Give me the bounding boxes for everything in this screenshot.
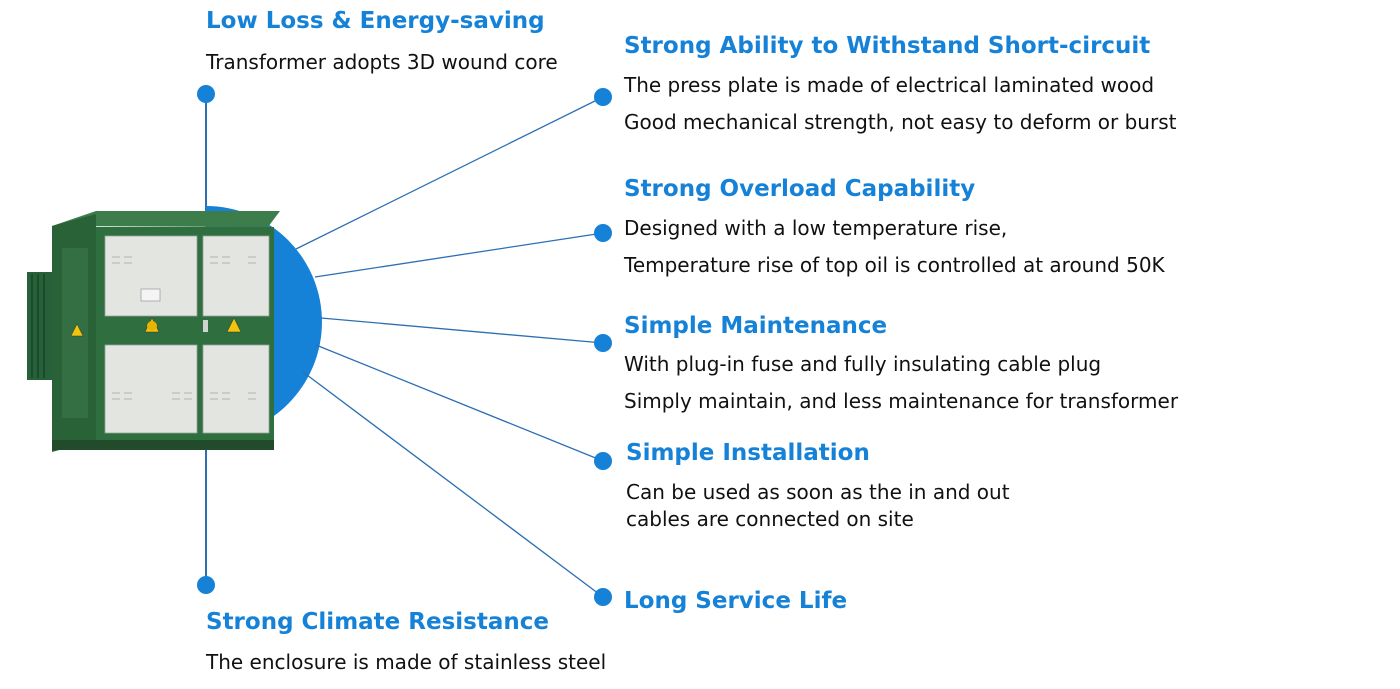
feature-title-low-loss: Low Loss & Energy-saving <box>206 8 545 34</box>
feature-title-maintenance: Simple Maintenance <box>624 313 888 339</box>
feature-title-installation: Simple Installation <box>626 440 870 466</box>
feature-title-overload: Strong Overload Capability <box>624 176 976 202</box>
bullet-dot-overload <box>594 224 612 242</box>
connector-line-maintenance <box>320 317 604 344</box>
feature-desc-overload-line2: Temperature rise of top oil is controlle… <box>624 253 1165 277</box>
feature-desc-installation-line1: Can be used as soon as the in and out <box>626 480 1010 504</box>
bullet-dot-installation <box>594 452 612 470</box>
feature-desc-overload-line1: Designed with a low temperature rise, <box>624 216 1008 240</box>
bullet-dot-short-circuit <box>594 88 612 106</box>
feature-desc-climate: The enclosure is made of stainless steel <box>206 650 607 674</box>
connector-line-overload <box>314 232 604 278</box>
bullet-dot-service-life <box>594 588 612 606</box>
bullet-dot-low-loss <box>197 85 215 103</box>
feature-desc-installation-line2: cables are connected on site <box>626 507 914 531</box>
bullet-dot-maintenance <box>594 334 612 352</box>
feature-desc-maintenance-line1: With plug-in fuse and fully insulating c… <box>624 352 1102 376</box>
transformer-substation-illustration <box>27 211 280 452</box>
feature-title-climate: Strong Climate Resistance <box>206 609 549 635</box>
feature-title-short-circuit: Strong Ability to Withstand Short-circui… <box>624 33 1151 59</box>
connector-line-installation <box>315 344 604 462</box>
feature-desc-short-circuit-line1: The press plate is made of electrical la… <box>624 73 1155 97</box>
bullet-dot-climate <box>197 576 215 594</box>
feature-title-service-life: Long Service Life <box>624 588 848 614</box>
connector-line-service-life <box>302 371 604 598</box>
connector-line-short-circuit <box>295 96 604 250</box>
feature-desc-maintenance-line2: Simply maintain, and less maintenance fo… <box>624 389 1179 413</box>
feature-desc-short-circuit-line2: Good mechanical strength, not easy to de… <box>624 110 1177 134</box>
feature-desc-low-loss: Transformer adopts 3D wound core <box>206 50 558 74</box>
